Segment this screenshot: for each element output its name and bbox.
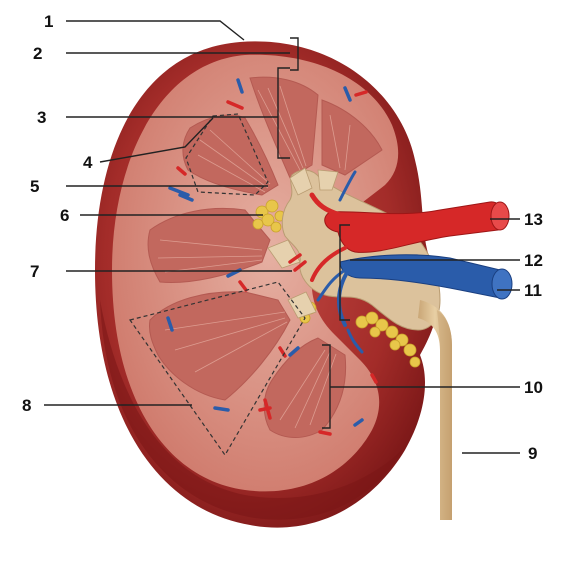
leader-lines [44,20,520,454]
bracket-2 [290,37,299,71]
renal-lobe-outline-upper [185,113,269,196]
label-12: 12 [524,251,543,270]
renal-lobe-outline-lower [129,281,306,457]
renal-artery [324,201,507,253]
label-10: 10 [524,378,543,397]
label-13: 13 [524,210,543,229]
label-3: 3 [37,108,46,127]
label-5: 5 [30,177,39,196]
bracket-12 [339,224,350,321]
number-labels: 1 2 3 4 5 6 7 8 9 10 11 12 13 [22,12,543,463]
label-1: 1 [44,12,53,31]
label-4: 4 [83,153,93,172]
label-11: 11 [524,281,542,300]
label-7: 7 [30,262,39,281]
label-6: 6 [60,206,69,225]
label-2: 2 [33,44,42,63]
bracket-3 [277,67,290,159]
label-9: 9 [528,444,537,463]
label-8: 8 [22,396,31,415]
